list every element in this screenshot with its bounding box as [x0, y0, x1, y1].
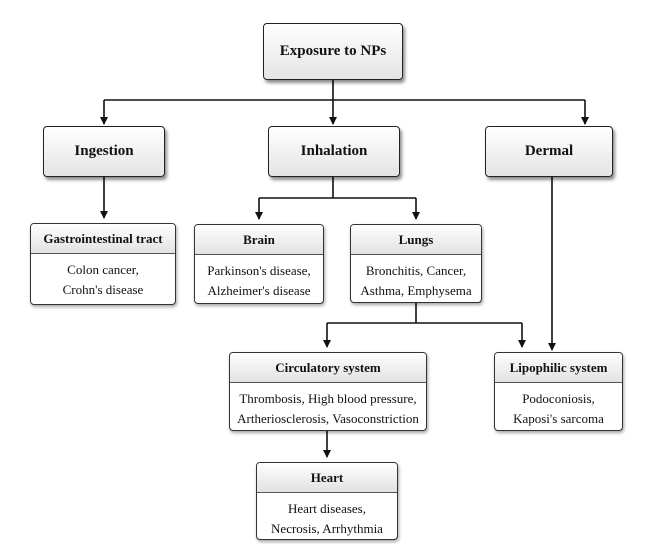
disease-line: Podoconiosis, [522, 391, 595, 406]
disease-line: Artheriosclerosis, Vasoconstriction [237, 411, 419, 426]
organ-card-lipophilic: Lipophilic system Podoconiosis, Kaposi's… [494, 352, 623, 431]
organ-card-title: Heart [257, 463, 397, 493]
route-ingestion: Ingestion [43, 126, 165, 177]
disease-line: Thrombosis, High blood pressure, [239, 391, 417, 406]
organ-card-diseases: Thrombosis, High blood pressure, Artheri… [230, 383, 426, 430]
disease-line: Alzheimer's disease [207, 283, 311, 298]
route-label: Inhalation [300, 143, 368, 159]
organ-card-title: Lungs [351, 225, 481, 255]
disease-line: Bronchitis, Cancer, [365, 263, 467, 278]
disease-line: Asthma, Emphysema [360, 283, 472, 298]
organ-card-diseases: Parkinson's disease, Alzheimer's disease [195, 255, 323, 303]
disease-line: Necrosis, Arrhythmia [271, 521, 383, 536]
route-label: Dermal [524, 143, 574, 159]
organ-card-gastrointestinal: Gastrointestinal tract Colon cancer, Cro… [30, 223, 176, 305]
disease-line: Colon cancer, [67, 262, 139, 277]
disease-line: Parkinson's disease, [207, 263, 311, 278]
organ-card-heart: Heart Heart diseases, Necrosis, Arrhythm… [256, 462, 398, 540]
organ-card-diseases: Bronchitis, Cancer, Asthma, Emphysema [351, 255, 481, 302]
organ-card-lungs: Lungs Bronchitis, Cancer, Asthma, Emphys… [350, 224, 482, 303]
root-node: Exposure to NPs [263, 23, 403, 80]
organ-card-title: Circulatory system [230, 353, 426, 383]
disease-line: Crohn's disease [62, 282, 144, 297]
organ-card-title: Brain [195, 225, 323, 255]
disease-line: Kaposi's sarcoma [513, 411, 604, 426]
organ-card-diseases: Heart diseases, Necrosis, Arrhythmia [257, 493, 397, 539]
organ-card-title: Gastrointestinal tract [31, 224, 175, 254]
route-label: Ingestion [74, 143, 134, 159]
organ-card-diseases: Colon cancer, Crohn's disease [31, 254, 175, 304]
organ-card-diseases: Podoconiosis, Kaposi's sarcoma [495, 383, 622, 430]
organ-card-circulatory: Circulatory system Thrombosis, High bloo… [229, 352, 427, 431]
organ-card-title: Lipophilic system [495, 353, 622, 383]
organ-card-brain: Brain Parkinson's disease, Alzheimer's d… [194, 224, 324, 304]
route-inhalation: Inhalation [268, 126, 400, 177]
root-label: Exposure to NPs [279, 43, 387, 59]
disease-line: Heart diseases, [288, 501, 366, 516]
route-dermal: Dermal [485, 126, 613, 177]
